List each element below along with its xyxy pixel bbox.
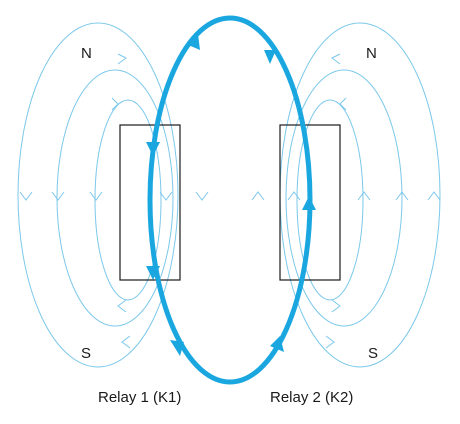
relay2-inner-field-loop: [296, 99, 364, 301]
relay2-field-arrow: [395, 191, 409, 201]
relay1-field-arrow: [195, 191, 209, 201]
relay1-inner-field-loop: [94, 99, 162, 301]
relay2-field-arrow: [339, 97, 347, 111]
coupled-field-arrow: [170, 340, 184, 356]
relay1-north-label: N: [81, 45, 92, 62]
relay1-field-arrow: [117, 299, 127, 313]
relay1-coil: [119, 124, 181, 281]
relay1-field-lines: [17, 22, 209, 368]
relay1-outer-field-loop: [17, 22, 179, 368]
coupled-field-arrow: [146, 142, 160, 156]
relay1-field-arrow: [51, 191, 65, 201]
relay1-south-label: S: [81, 345, 91, 362]
coupled-field-arrow: [186, 34, 200, 50]
coupled-field-arrow: [270, 336, 284, 352]
relay1-field-arrow: [121, 335, 131, 349]
relay1-field-arrow: [159, 191, 173, 201]
relay2-coil: [279, 124, 341, 281]
coupled-field-arrow: [264, 50, 276, 64]
relay2-south-label: S: [368, 345, 378, 362]
relay2-field-arrow: [357, 191, 371, 201]
relay2-field-arrow: [331, 299, 341, 313]
relay2-north-label: N: [366, 45, 377, 62]
relay2-field-arrow: [427, 191, 441, 201]
relay1-label: Relay 1 (K1): [98, 389, 181, 406]
coupled-field-arrow: [146, 266, 160, 280]
relay2-label: Relay 2 (K2): [270, 389, 353, 406]
relay2-field-arrow: [251, 191, 265, 201]
relay2-field-arrow: [325, 335, 335, 349]
coupled-field-arrow: [302, 196, 316, 210]
coupled-field-loop: [146, 15, 316, 385]
relay1-field-arrow: [117, 53, 127, 65]
relay2-field-arrow: [287, 191, 301, 201]
relay2-mid-field-loop: [285, 69, 403, 327]
relay1-field-arrow: [89, 191, 103, 201]
relay2-field-arrow: [331, 53, 341, 65]
relay1-field-arrow: [19, 191, 33, 201]
relay1-field-arrow: [111, 97, 119, 111]
